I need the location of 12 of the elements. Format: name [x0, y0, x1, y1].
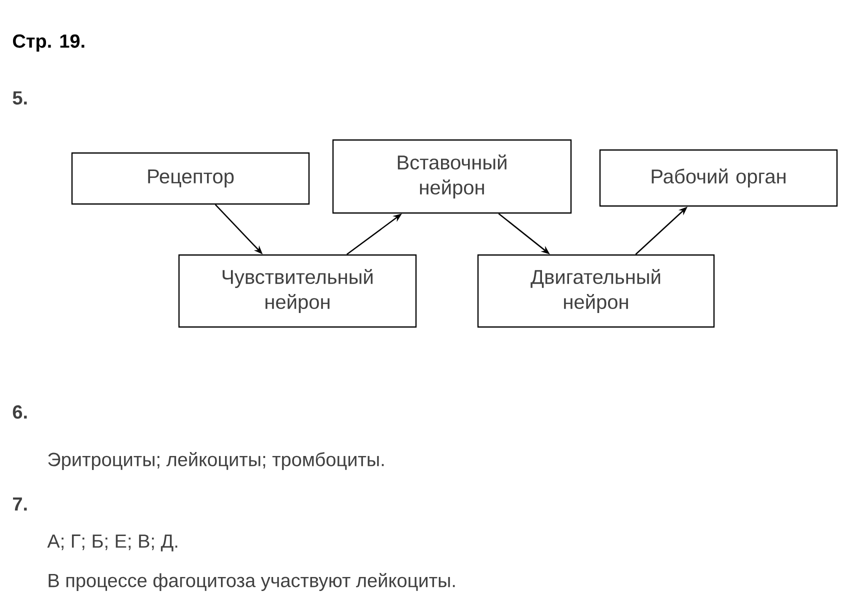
answer-text: А; Г; Б; Е; В; Д.: [47, 534, 178, 552]
item-number: 6.: [12, 405, 27, 419]
answer-text: В процессе фагоцитоза участвуют лейкоциты.: [48, 572, 455, 591]
process-box: Чувствительный нейрон: [178, 254, 417, 328]
process-box: Вставочный нейрон: [332, 139, 572, 214]
item-number: 7.: [13, 497, 27, 511]
item-number: 5.: [12, 91, 27, 105]
answer-text: Эритроциты; лейкоциты; тромбоциты.: [48, 452, 384, 470]
process-box: Двигательный нейрон: [477, 254, 715, 328]
process-box: Рецептор: [71, 152, 310, 205]
process-box: Рабочий орган: [599, 149, 838, 207]
page-heading: Стр. 19.: [13, 34, 84, 52]
